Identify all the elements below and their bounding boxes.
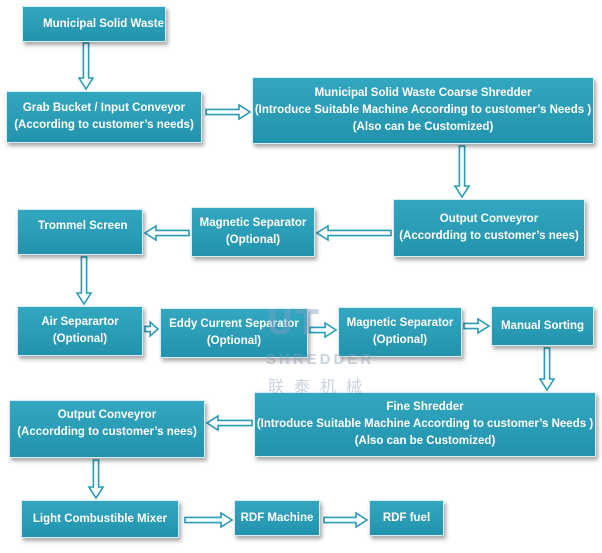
arrow-rdf-machine-to-rdf-fuel (323, 511, 369, 529)
node-fine: Fine Shredder (Introduce Suitable Machine… (254, 392, 596, 457)
node-mag2-line: (Optional) (372, 334, 428, 346)
node-output2-line: Output Conveyror (57, 409, 157, 421)
node-eddy: Eddy Current Separator (Optional) (160, 308, 308, 358)
node-grab-line: (According to customer’s needs) (14, 119, 194, 131)
arrow-air-to-eddy (144, 320, 160, 338)
arrow-mag2-to-manual (463, 317, 491, 335)
node-output2-line: (Accordding to customer’s nees) (17, 426, 197, 438)
arrow-fine-to-output2 (205, 414, 253, 432)
arrow-coarse-to-output1 (453, 145, 471, 199)
node-msw: Municipal Solid Waste (22, 6, 166, 42)
node-coarse: Municipal Solid Waste Coarse Shredder (In… (252, 77, 594, 144)
node-coarse-line: (Introduce Suitable Machine According to… (254, 104, 592, 116)
arrow-mixer-to-rdf-machine (184, 511, 234, 529)
arrow-grab-to-coarse (205, 103, 252, 121)
node-output1: Output Conveyror (Accordding to customer’… (393, 199, 585, 257)
arrow-eddy-to-mag2 (309, 321, 338, 339)
node-air: Air Separartor (Optional) (17, 306, 143, 356)
node-air-line: (Optional) (52, 333, 108, 345)
node-mixer: Light Combustible Mixer (21, 500, 179, 538)
node-fine-line: (Also can be Customized) (354, 435, 496, 447)
node-rdf-fuel-line: RDF fuel (382, 511, 431, 524)
node-mag1-line: (Optional) (225, 234, 281, 246)
arrow-msw-to-grab (77, 42, 95, 91)
node-rdf-machine-line: RDF Machine (240, 511, 314, 524)
node-manual: Manual Sorting (491, 306, 594, 346)
node-grab-line: Grab Bucket / Input Conveyor (22, 102, 186, 114)
node-coarse-line: Municipal Solid Waste Coarse Shredder (314, 87, 532, 99)
node-mag2-line: Magnetic Separator (346, 317, 454, 329)
arrow-mag1-to-trommel (143, 224, 190, 242)
node-manual-line: Manual Sorting (500, 319, 585, 332)
node-grab: Grab Bucket / Input Conveyor (According t… (6, 91, 202, 143)
node-trommel: Trommel Screen (17, 209, 143, 255)
node-mag1: Magnetic Separator (Optional) (191, 207, 315, 257)
node-eddy-line: (Optional) (206, 335, 262, 347)
node-mag2: Magnetic Separator (Optional) (338, 307, 462, 357)
arrow-manual-to-fine (538, 347, 556, 392)
node-output1-line: (Accordding to customer’s nees) (399, 230, 579, 242)
arrow-trommel-to-air (75, 256, 93, 306)
node-output2: Output Conveyror (Accordding to customer’… (9, 400, 205, 458)
node-trommel-line: Trommel Screen (38, 220, 128, 232)
arrow-output1-to-mag1 (315, 224, 392, 242)
node-rdf-machine: RDF Machine (234, 500, 320, 536)
arrow-output2-to-mixer (87, 459, 105, 500)
node-output1-line: Output Conveyror (439, 213, 539, 225)
node-fine-line: Fine Shredder (386, 401, 464, 413)
node-air-line: Air Separartor (41, 316, 119, 328)
node-eddy-line: Eddy Current Separator (169, 318, 299, 330)
node-mag1-line: Magnetic Separator (199, 217, 307, 229)
node-coarse-line: (Also can be Customized) (352, 121, 494, 133)
node-mixer-line: Light Combustible Mixer (32, 512, 168, 525)
node-rdf-fuel: RDF fuel (369, 500, 444, 536)
node-fine-line: (Introduce Suitable Machine According to… (256, 418, 594, 430)
node-msw-line: Municipal Solid Waste (43, 17, 164, 30)
